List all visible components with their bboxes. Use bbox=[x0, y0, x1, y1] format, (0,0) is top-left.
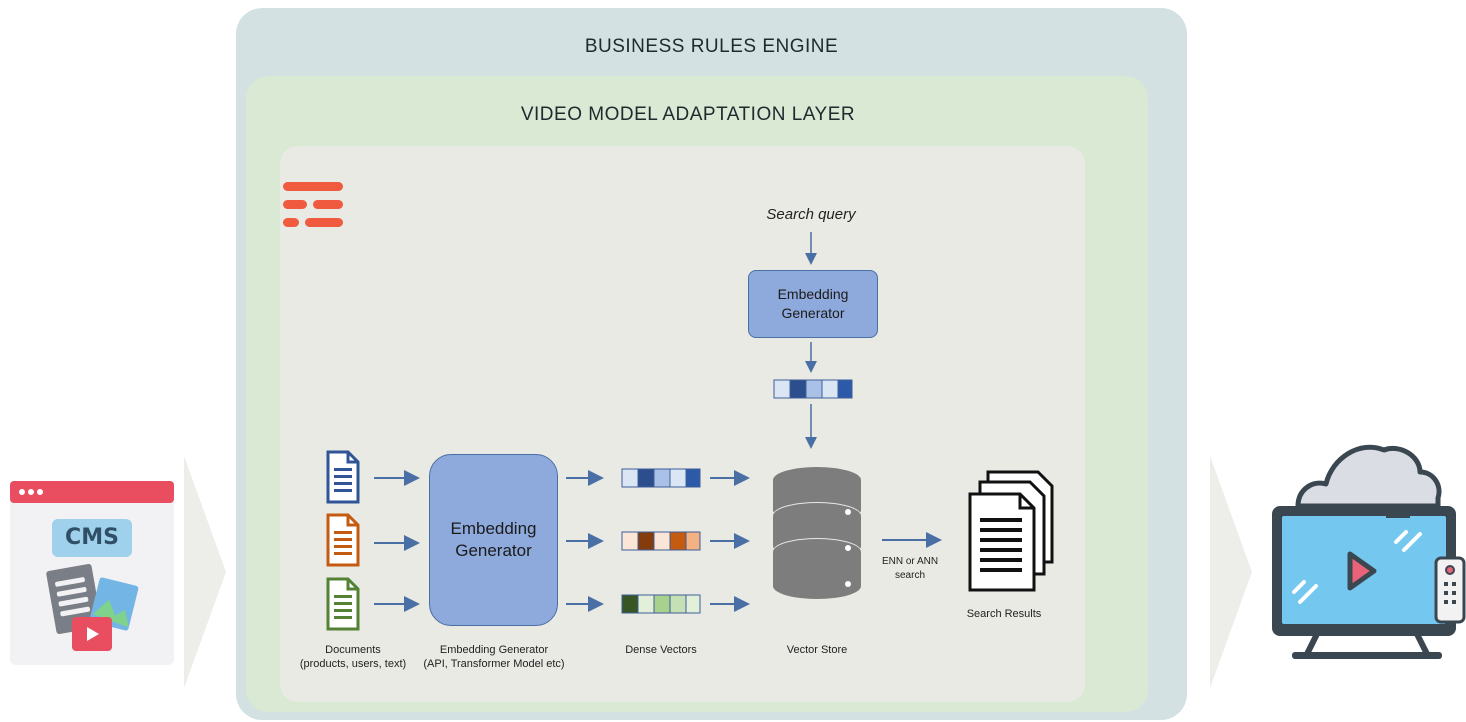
query-generator-line2: Generator bbox=[781, 305, 845, 321]
vector-store-label: Vector Store bbox=[786, 644, 848, 656]
main-generator-line2: Generator bbox=[455, 541, 532, 560]
cms-window-icon bbox=[10, 481, 174, 665]
query-generator-line1: Embedding bbox=[777, 286, 849, 302]
flow-chevron-right bbox=[1210, 456, 1252, 688]
document-orange-icon bbox=[326, 513, 360, 567]
document-blue-icon bbox=[326, 450, 360, 504]
documents-label-line2: (products, users, text) bbox=[299, 658, 407, 670]
search-results-icon bbox=[968, 470, 1054, 592]
dense-vectors-label: Dense Vectors bbox=[625, 644, 697, 656]
flow-chevron-left bbox=[184, 456, 226, 688]
search-query-label: Search query bbox=[766, 206, 856, 223]
search-method-line2: search bbox=[894, 570, 925, 581]
documents-label-line1: Documents bbox=[325, 644, 381, 656]
query-embedding-generator: Embedding Generator bbox=[748, 270, 878, 338]
generator-label-line2: (API, Transformer Model etc) bbox=[423, 658, 565, 670]
generator-label-line1: Embedding Generator bbox=[439, 644, 549, 656]
search-results-label: Search Results bbox=[966, 608, 1042, 620]
query-vector bbox=[773, 379, 853, 399]
dense-vector-green bbox=[621, 594, 701, 614]
generator-label: Embedding Generator (API, Transformer Mo… bbox=[412, 643, 576, 671]
remote-icon bbox=[1434, 556, 1466, 624]
smart-tv-icon bbox=[1272, 444, 1466, 659]
database-icon bbox=[773, 467, 861, 599]
documents-label: Documents (products, users, text) bbox=[288, 643, 418, 671]
cms-badge: CMS bbox=[65, 525, 119, 550]
search-method-line1: ENN or ANN bbox=[881, 556, 939, 567]
document-embedding-generator: Embedding Generator bbox=[429, 454, 558, 626]
video-model-adaptation-layer-title: VIDEO MODEL ADAPTATION LAYER bbox=[520, 104, 856, 125]
document-green-icon bbox=[326, 577, 360, 631]
dense-vector-blue bbox=[621, 468, 701, 488]
play-icon bbox=[1347, 551, 1377, 591]
dense-vector-orange bbox=[621, 531, 701, 551]
cms-source: CMS bbox=[10, 481, 174, 665]
business-rules-engine-title: BUSINESS RULES ENGINE bbox=[584, 36, 839, 57]
cloud-icon bbox=[1295, 444, 1442, 509]
search-method-label: ENN or ANN search bbox=[872, 555, 948, 583]
logo-icon bbox=[283, 182, 343, 227]
main-generator-line1: Embedding bbox=[450, 519, 537, 538]
